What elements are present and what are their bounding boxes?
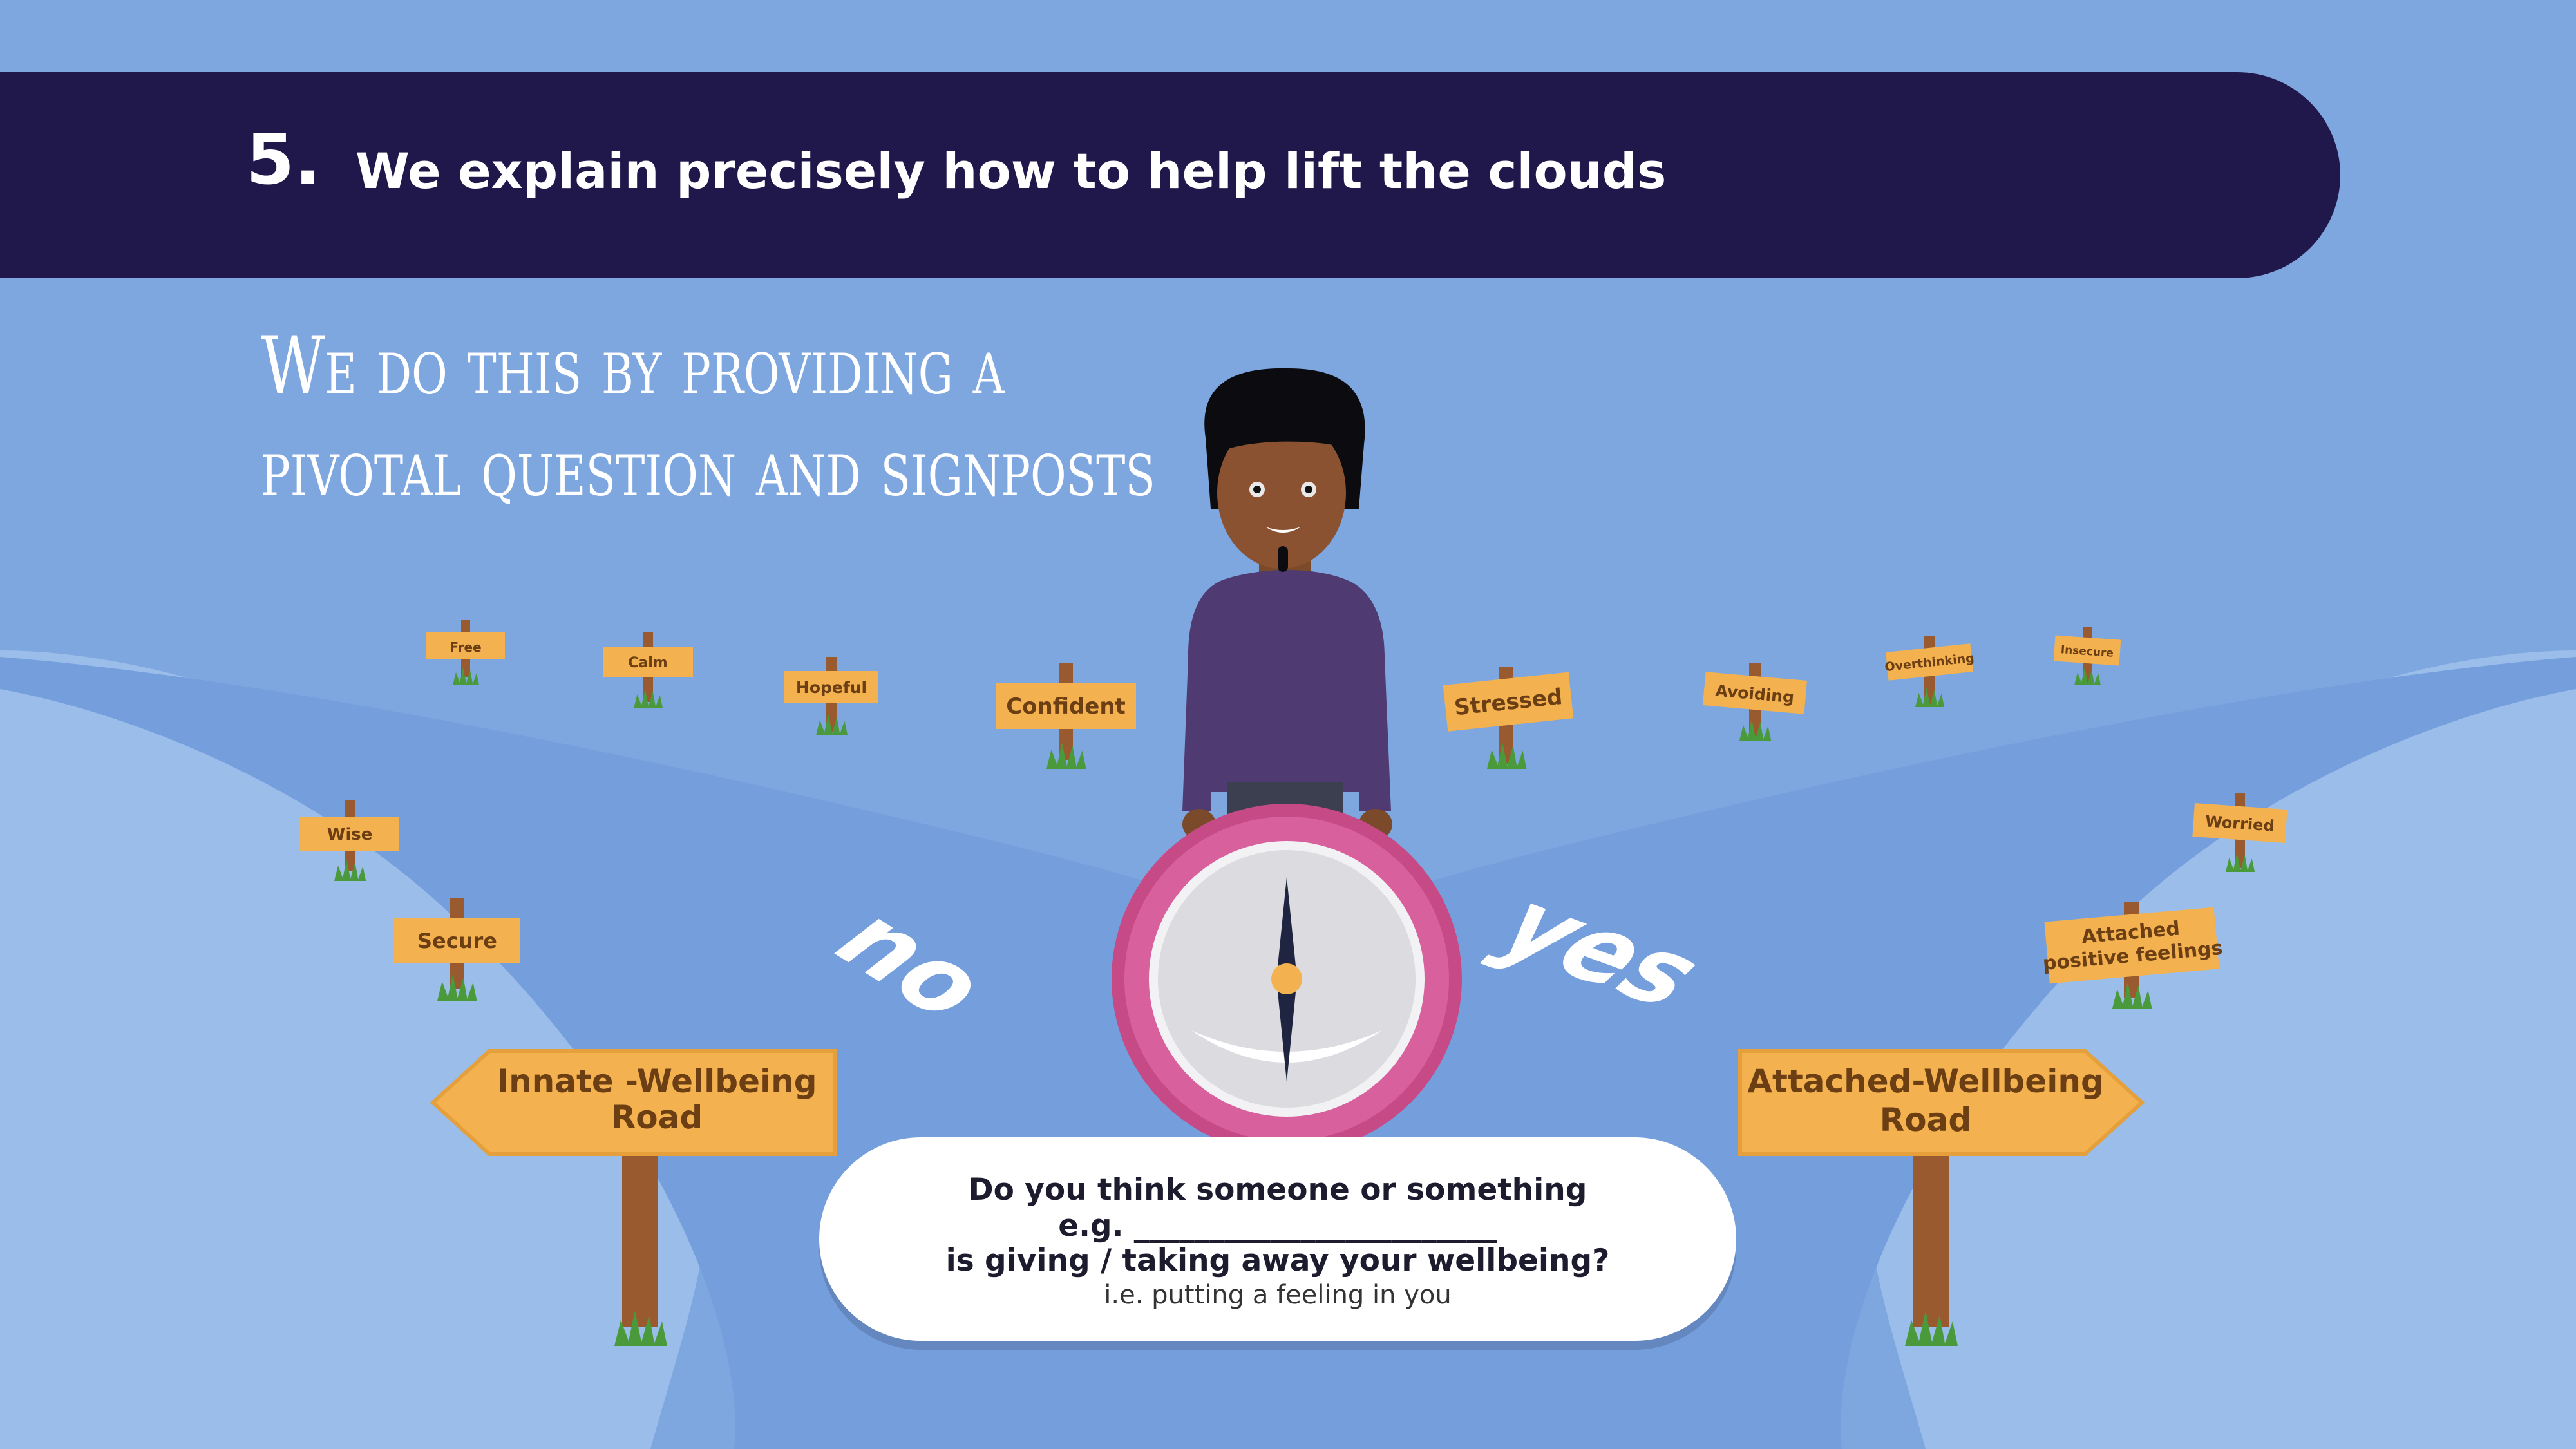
- question-line-4: i.e. putting a feeling in you: [1104, 1280, 1452, 1310]
- question-line-1: Do you think someone or something: [968, 1172, 1587, 1208]
- question-line-2: e.g. ________________________: [1058, 1208, 1497, 1244]
- step-number: 5.: [246, 120, 321, 200]
- header-banner: [0, 72, 2340, 278]
- subtitle-line-1: We do this by providing a: [261, 320, 1005, 413]
- subtitle-line-2: pivotal question and signposts: [261, 422, 1155, 515]
- page-title: We explain precisely how to help lift th…: [355, 142, 1667, 200]
- question-line-3: is giving / taking away your wellbeing?: [945, 1243, 1610, 1278]
- subtitle: We do this by providing a pivotal questi…: [261, 316, 1155, 519]
- pivotal-question-box: Do you think someone or something e.g. _…: [819, 1137, 1736, 1341]
